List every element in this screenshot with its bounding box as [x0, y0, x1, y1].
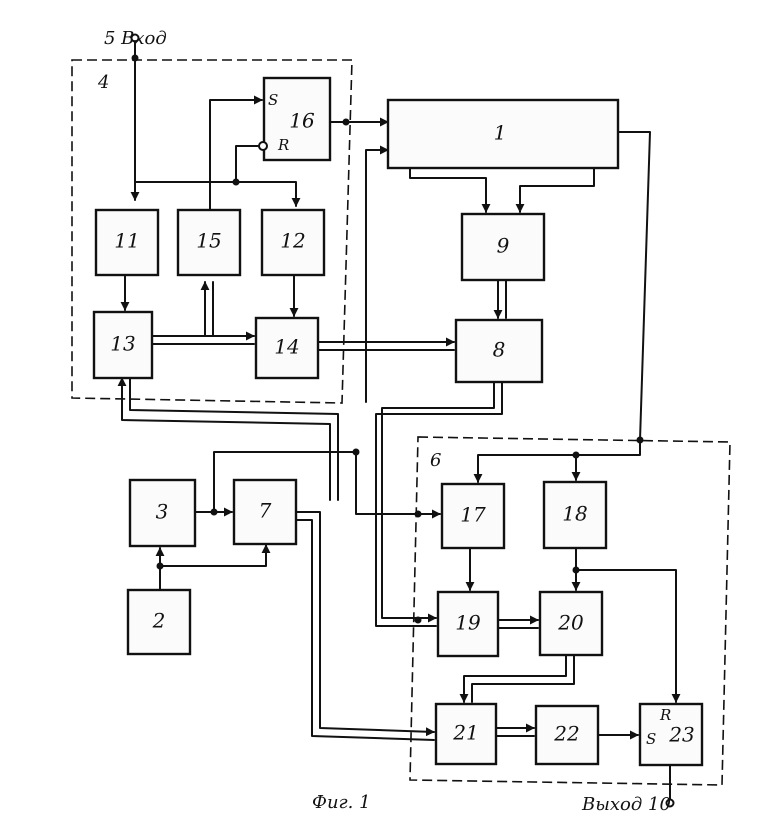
block-23-r-pin: R	[659, 706, 671, 724]
block-12: 12	[262, 210, 324, 275]
block-13-label: 13	[110, 332, 135, 356]
block-23: 23 S R	[640, 704, 702, 765]
block-21-label: 21	[452, 721, 478, 745]
block-19-label: 19	[455, 611, 481, 635]
block-11: 11	[96, 210, 158, 275]
block-1-label: 1	[494, 121, 507, 145]
block-23-label: 23	[668, 723, 694, 747]
block-3-label: 3	[156, 500, 169, 524]
block-9-label: 9	[497, 234, 510, 258]
block-17-label: 17	[460, 503, 486, 527]
block-16: 16 S R	[259, 78, 330, 160]
block-16-r-pin: R	[277, 136, 289, 154]
block-2-label: 2	[152, 609, 166, 633]
block-18: 18	[544, 482, 606, 548]
block-17: 17	[442, 484, 504, 548]
block-14-label: 14	[274, 335, 299, 359]
block-18-label: 18	[562, 502, 587, 526]
block-16-s-pin: S	[268, 91, 278, 109]
block-11-label: 11	[114, 229, 139, 253]
block-7: 7	[234, 480, 296, 544]
block-22-label: 22	[553, 722, 579, 746]
block-7-label: 7	[259, 499, 272, 523]
block-16-label: 16	[289, 109, 315, 133]
group-6-label: 6	[430, 450, 441, 471]
block-8-label: 8	[493, 338, 506, 362]
output-label: Выход 10	[581, 794, 671, 815]
block-1: 1	[388, 100, 618, 168]
block-20: 20	[540, 592, 602, 655]
block-13: 13	[94, 312, 152, 378]
block-23-s-pin: S	[646, 730, 656, 748]
block-2: 2	[128, 590, 190, 654]
block-8: 8	[456, 320, 542, 382]
block-14: 14	[256, 318, 318, 378]
block-20-label: 20	[557, 611, 584, 635]
inverting-input-circle	[259, 142, 267, 150]
figure-caption: Фиг. 1	[312, 792, 371, 813]
block-12-label: 12	[280, 229, 305, 253]
block-15: 15	[178, 210, 240, 275]
group-4-label: 4	[97, 72, 109, 93]
block-3: 3	[130, 480, 195, 546]
block-19: 19	[438, 592, 498, 656]
block-15-label: 15	[196, 229, 221, 253]
block-21: 21	[436, 704, 496, 764]
block-22: 22	[536, 706, 598, 764]
block-9: 9	[462, 214, 544, 280]
